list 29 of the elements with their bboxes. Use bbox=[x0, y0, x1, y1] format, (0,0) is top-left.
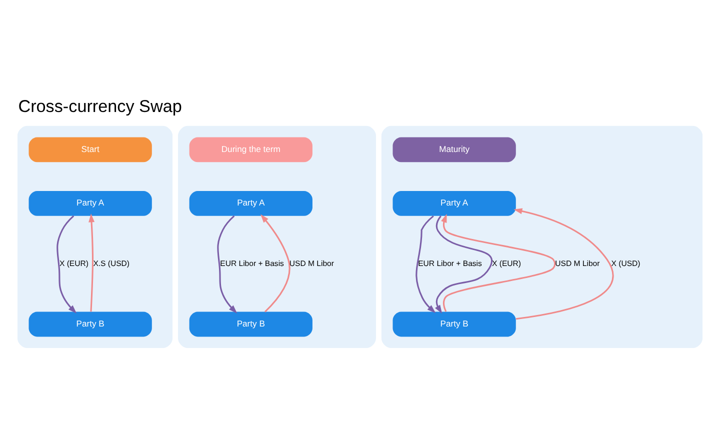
node-box: Party B bbox=[28, 311, 152, 336]
edge-label: USD M Libor bbox=[289, 258, 334, 268]
arrow bbox=[260, 214, 290, 312]
edge-label: EUR Libor + Basis bbox=[418, 258, 482, 268]
arrow bbox=[88, 213, 95, 312]
arrow bbox=[416, 214, 436, 313]
cluster bbox=[178, 125, 376, 348]
edge-label: EUR Libor + Basis bbox=[220, 258, 284, 268]
node-box: Party B bbox=[392, 311, 516, 336]
node-box: Start bbox=[28, 136, 152, 162]
edge-label: X (EUR) bbox=[59, 258, 88, 268]
node-box: Maturity bbox=[392, 136, 516, 162]
diagram-title: Cross-currency Swap bbox=[18, 95, 182, 116]
arrow bbox=[56, 214, 77, 313]
arrow bbox=[217, 214, 238, 313]
node-box: During the term bbox=[189, 136, 312, 162]
edge-label: X (USD) bbox=[611, 258, 640, 268]
edge-label: X.S (USD) bbox=[93, 258, 130, 268]
node-box: Party A bbox=[28, 190, 152, 216]
arrow bbox=[514, 208, 614, 320]
node-box: Party A bbox=[392, 190, 516, 216]
edge-label: USD M Libor bbox=[555, 258, 600, 268]
cluster bbox=[17, 125, 173, 348]
cluster bbox=[381, 125, 703, 348]
node-box: Party A bbox=[189, 190, 312, 216]
node-box: Party B bbox=[189, 311, 312, 336]
edge-label: X (EUR) bbox=[492, 258, 522, 268]
arrow bbox=[441, 213, 556, 312]
arrow bbox=[434, 215, 492, 314]
